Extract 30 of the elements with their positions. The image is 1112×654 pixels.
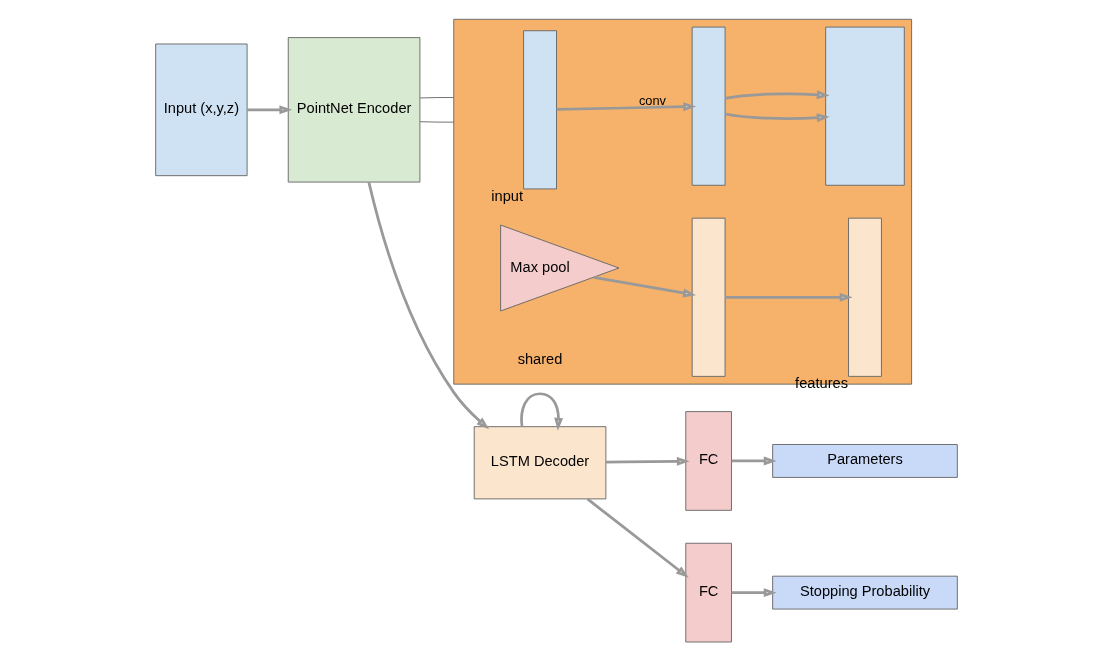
node-bar xyxy=(691,217,726,377)
arrow xyxy=(731,456,777,466)
node-box xyxy=(824,26,905,186)
arrow xyxy=(724,90,830,100)
arrow xyxy=(586,497,689,578)
node-label: input xyxy=(490,187,523,204)
node-box xyxy=(522,30,557,190)
node-bar xyxy=(691,26,726,186)
arrow xyxy=(367,181,489,430)
label: shared xyxy=(517,350,562,367)
connector xyxy=(419,97,454,99)
node-box: Parameters xyxy=(771,444,958,478)
node-box xyxy=(847,217,882,377)
arrow xyxy=(246,105,292,115)
arrow xyxy=(556,102,696,112)
arrow xyxy=(731,588,777,598)
node-label: features xyxy=(794,375,848,392)
arrow xyxy=(593,275,696,298)
node-box: Input (x,y,z) xyxy=(154,43,248,177)
node-box: Stopping Probability xyxy=(771,575,958,610)
arrow xyxy=(605,456,690,466)
node-box: LSTM Decoder xyxy=(473,426,606,500)
node-box: FC xyxy=(684,411,732,511)
connector xyxy=(419,121,454,123)
arrow xyxy=(724,292,852,302)
edge-label: conv xyxy=(638,92,666,108)
arrow xyxy=(519,392,563,431)
node-box: FC xyxy=(684,542,732,643)
arrow xyxy=(724,112,830,123)
node-box: PointNet Encoder xyxy=(287,37,420,183)
